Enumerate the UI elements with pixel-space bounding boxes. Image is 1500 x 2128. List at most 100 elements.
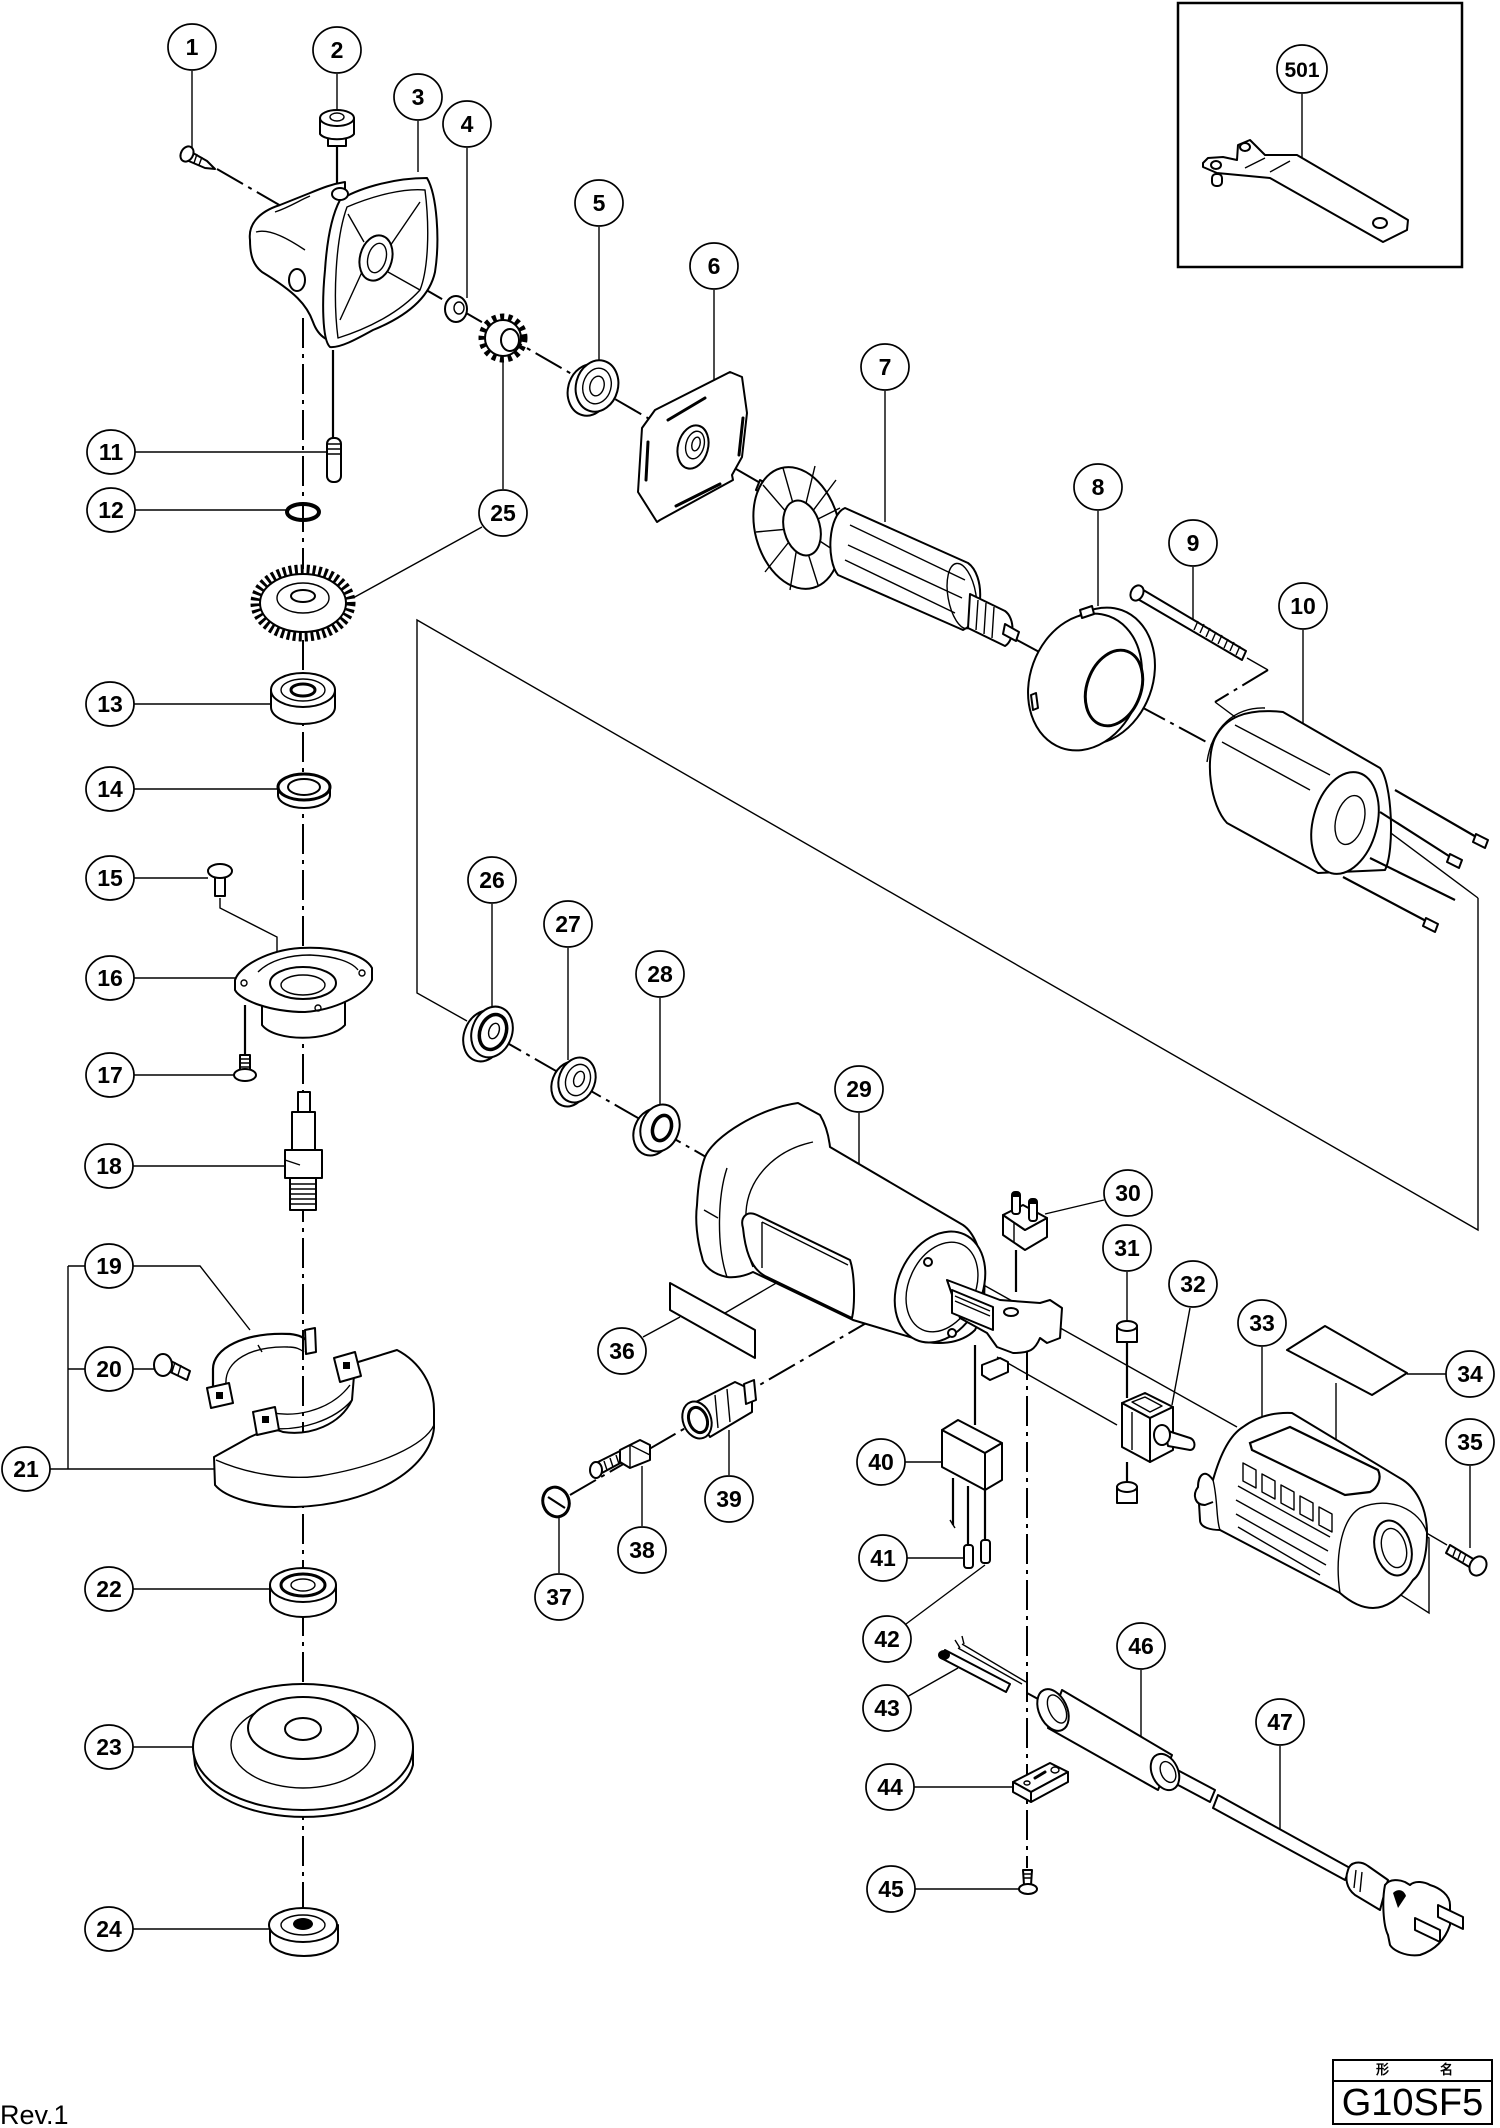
callout-label: 41	[870, 1545, 896, 1571]
callout-label: 35	[1457, 1429, 1483, 1455]
callout-label: 43	[874, 1695, 900, 1721]
callout-40: 40	[856, 1438, 906, 1486]
callout-33: 33	[1237, 1299, 1287, 1347]
callout-14: 14	[85, 766, 135, 812]
screw-part-17	[233, 1054, 257, 1082]
callout-18: 18	[84, 1143, 134, 1189]
nut-part-4	[444, 295, 468, 323]
ball-bearing-part-13	[270, 672, 336, 725]
callout-label: 22	[96, 1576, 122, 1602]
callout-27: 27	[543, 900, 593, 948]
tail-cover-line-lower	[996, 1356, 1118, 1426]
ball-bearing-part-26	[462, 1005, 514, 1063]
callout-23: 23	[84, 1724, 134, 1770]
callout-label: 27	[555, 911, 581, 937]
switch-part-32	[1121, 1392, 1196, 1463]
callout-39: 39	[704, 1475, 754, 1523]
callout-label: 30	[1115, 1180, 1141, 1206]
terminal-part-42	[980, 1539, 991, 1564]
callout-label: 37	[546, 1584, 572, 1610]
callout-31: 31	[1102, 1224, 1152, 1272]
housing-assembly-frame	[416, 618, 1479, 1232]
callout-label: 5	[593, 190, 606, 216]
callout-label: 34	[1457, 1361, 1483, 1387]
callout-25: 25	[478, 489, 528, 537]
gear-cover-part-3	[248, 177, 439, 349]
callout-42: 42	[862, 1615, 912, 1663]
model-heading-char-2: 名	[1439, 2063, 1453, 2078]
callout-label: 44	[877, 1774, 903, 1800]
callout-20: 20	[84, 1346, 134, 1392]
callout-label: 13	[97, 691, 123, 717]
callout-36: 36	[597, 1327, 647, 1375]
callout-26: 26	[467, 856, 517, 904]
callout-label: 17	[97, 1062, 123, 1088]
plug-part-2	[319, 109, 355, 147]
wheel-nut-part-24	[268, 1907, 339, 1957]
callout-41: 41	[858, 1534, 908, 1582]
callout-label: 29	[846, 1076, 872, 1102]
callout-16: 16	[85, 955, 135, 1001]
callout-label: 28	[647, 961, 673, 987]
terminal-part-41	[963, 1544, 974, 1569]
callout-9: 9	[1168, 519, 1218, 567]
callout-46: 46	[1116, 1622, 1166, 1670]
armature-part-7	[752, 465, 1020, 647]
leader-lines	[50, 71, 1471, 1930]
callout-label: 20	[96, 1356, 122, 1382]
callout-6: 6	[689, 242, 739, 290]
retaining-ring-part-12	[285, 502, 321, 522]
callout-28: 28	[635, 950, 685, 998]
stator-part-10	[1206, 707, 1489, 933]
wheel-washer-part-22	[269, 1567, 337, 1618]
callout-label: 47	[1267, 1709, 1293, 1735]
callout-label: 36	[609, 1338, 635, 1364]
callout-label: 501	[1284, 59, 1319, 82]
callout-label: 6	[708, 253, 721, 279]
callout-label: 38	[629, 1537, 655, 1563]
callout-label: 42	[874, 1626, 900, 1652]
callout-label: 24	[96, 1916, 122, 1942]
bearing-holder-part-16	[234, 946, 373, 1039]
callout-501: 501	[1276, 44, 1328, 94]
callout-label: 7	[879, 354, 892, 380]
callout-13: 13	[85, 681, 135, 727]
callout-label: 25	[490, 500, 516, 526]
callout-19: 19	[84, 1243, 134, 1289]
callout-32: 32	[1168, 1260, 1218, 1308]
callout-label: 45	[878, 1876, 904, 1902]
wrench-part-501	[1202, 139, 1409, 243]
callout-4: 4	[442, 100, 492, 148]
callout-label: 8	[1092, 474, 1105, 500]
model-heading-char-1: 形	[1376, 2063, 1390, 2078]
fan-guide-part-6	[637, 371, 748, 523]
callout-label: 31	[1114, 1235, 1140, 1261]
terminal-part-30	[1002, 1191, 1048, 1251]
callout-label: 1	[186, 34, 199, 60]
callout-label: 10	[1290, 593, 1316, 619]
screw-part-35	[1445, 1544, 1488, 1577]
callout-8: 8	[1073, 463, 1123, 511]
callout-label: 21	[13, 1456, 39, 1482]
washer-part-14	[276, 772, 332, 809]
cord-clip-part-44	[1012, 1762, 1069, 1803]
ball-bearing-part-5	[566, 359, 620, 417]
cord-armor-part-46	[1036, 1688, 1216, 1803]
callout-38: 38	[617, 1526, 667, 1574]
title-block: 形 名 G10SF5	[1332, 2059, 1493, 2125]
callout-label: 19	[96, 1253, 122, 1279]
callout-35: 35	[1445, 1418, 1495, 1466]
callout-37: 37	[534, 1573, 584, 1621]
callout-29: 29	[834, 1065, 884, 1113]
bearing-cover-part-28	[632, 1103, 681, 1157]
noise-suppressor-part-40	[941, 1419, 1003, 1545]
callout-label: 23	[96, 1734, 122, 1760]
screw-part-20	[153, 1353, 191, 1381]
fan-baffle-ring-part-8	[1027, 605, 1156, 752]
callout-3: 3	[393, 73, 443, 121]
callout-7: 7	[860, 343, 910, 391]
pin-part-11	[326, 437, 342, 483]
tail-cover-part-33	[1193, 1411, 1428, 1609]
bolt-part-9	[1129, 584, 1247, 661]
callout-label: 18	[96, 1153, 122, 1179]
